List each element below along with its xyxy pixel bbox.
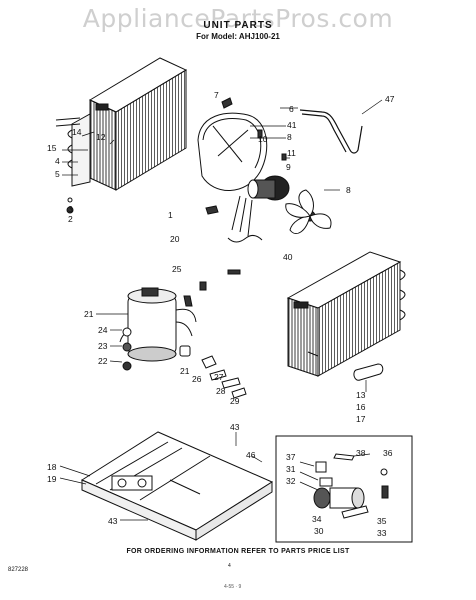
callout-14: 14 [72,127,82,137]
callout-30: 30 [314,526,324,536]
callout-35: 35 [377,516,387,526]
callout-31: 31 [286,464,296,474]
leader-lines [59,99,383,521]
callout-20: 20 [170,234,180,244]
callout-22: 22 [98,356,108,366]
callout-18: 18 [47,462,57,472]
fan-motor [227,175,290,243]
watermark: AppliancePartsPros.com [82,4,394,33]
small-hardware [66,97,287,291]
base-pan [80,431,274,541]
callout-labels: 15 14 12 4 5 3 2 7 6 47 41 8 11 9 8 10 1… [47,90,395,538]
callout-9: 9 [286,162,291,172]
compressor [119,287,197,362]
page-number: 4 [228,563,231,569]
condenser-fan-blade [285,189,332,234]
callout-29: 29 [230,396,240,406]
inset-box [275,435,413,543]
callout-47: 47 [385,94,395,104]
diagram-title: UNIT PARTS [203,20,273,31]
callout-19: 19 [47,474,57,484]
ordering-note: FOR ORDERING INFORMATION REFER TO PARTS … [126,548,350,555]
diagram-code: 827228 [8,567,29,573]
condenser-coil [286,251,406,377]
callout-33: 33 [377,528,387,538]
callout-5: 5 [55,169,60,179]
capillary-tube [299,109,363,154]
callout-4: 4 [55,156,60,166]
callout-34: 34 [312,514,322,524]
callout-23: 23 [98,341,108,351]
callout-17: 17 [356,414,366,424]
callout-21b: 21 [180,366,190,376]
callout-21a: 21 [84,309,94,319]
callout-41: 41 [287,120,297,130]
bottom-mark: 4-55 · 9 [224,584,242,590]
callout-1: 1 [168,210,173,220]
callout-38: 38 [356,448,366,458]
coil-panel [353,363,384,381]
callout-10: 10 [258,134,268,144]
callout-46: 46 [246,450,256,460]
callout-12: 12 [96,132,106,142]
callout-40: 40 [283,252,293,262]
callout-36: 36 [383,448,393,458]
callout-43a: 43 [230,422,240,432]
callout-28: 28 [216,386,226,396]
callout-8b: 8 [346,185,351,195]
callout-2: 2 [68,214,73,224]
callout-7: 7 [214,90,219,100]
compressor-fittings [122,295,247,399]
evaporator-coil [55,57,188,191]
callout-27: 27 [214,372,224,382]
callout-16: 16 [356,402,366,412]
callout-37: 37 [286,452,296,462]
callout-43b: 43 [108,516,118,526]
callout-24: 24 [98,325,108,335]
callout-8a: 8 [287,132,292,142]
callout-25: 25 [172,264,182,274]
callout-26: 26 [192,374,202,384]
callout-32: 32 [286,476,296,486]
callout-13: 13 [356,390,366,400]
callout-11: 11 [287,148,296,158]
model-subtitle: For Model: AHJ100-21 [196,32,280,41]
fan-shroud [197,112,268,191]
callout-15: 15 [47,143,57,153]
callout-3: 3 [68,204,73,214]
callout-6: 6 [289,104,294,114]
